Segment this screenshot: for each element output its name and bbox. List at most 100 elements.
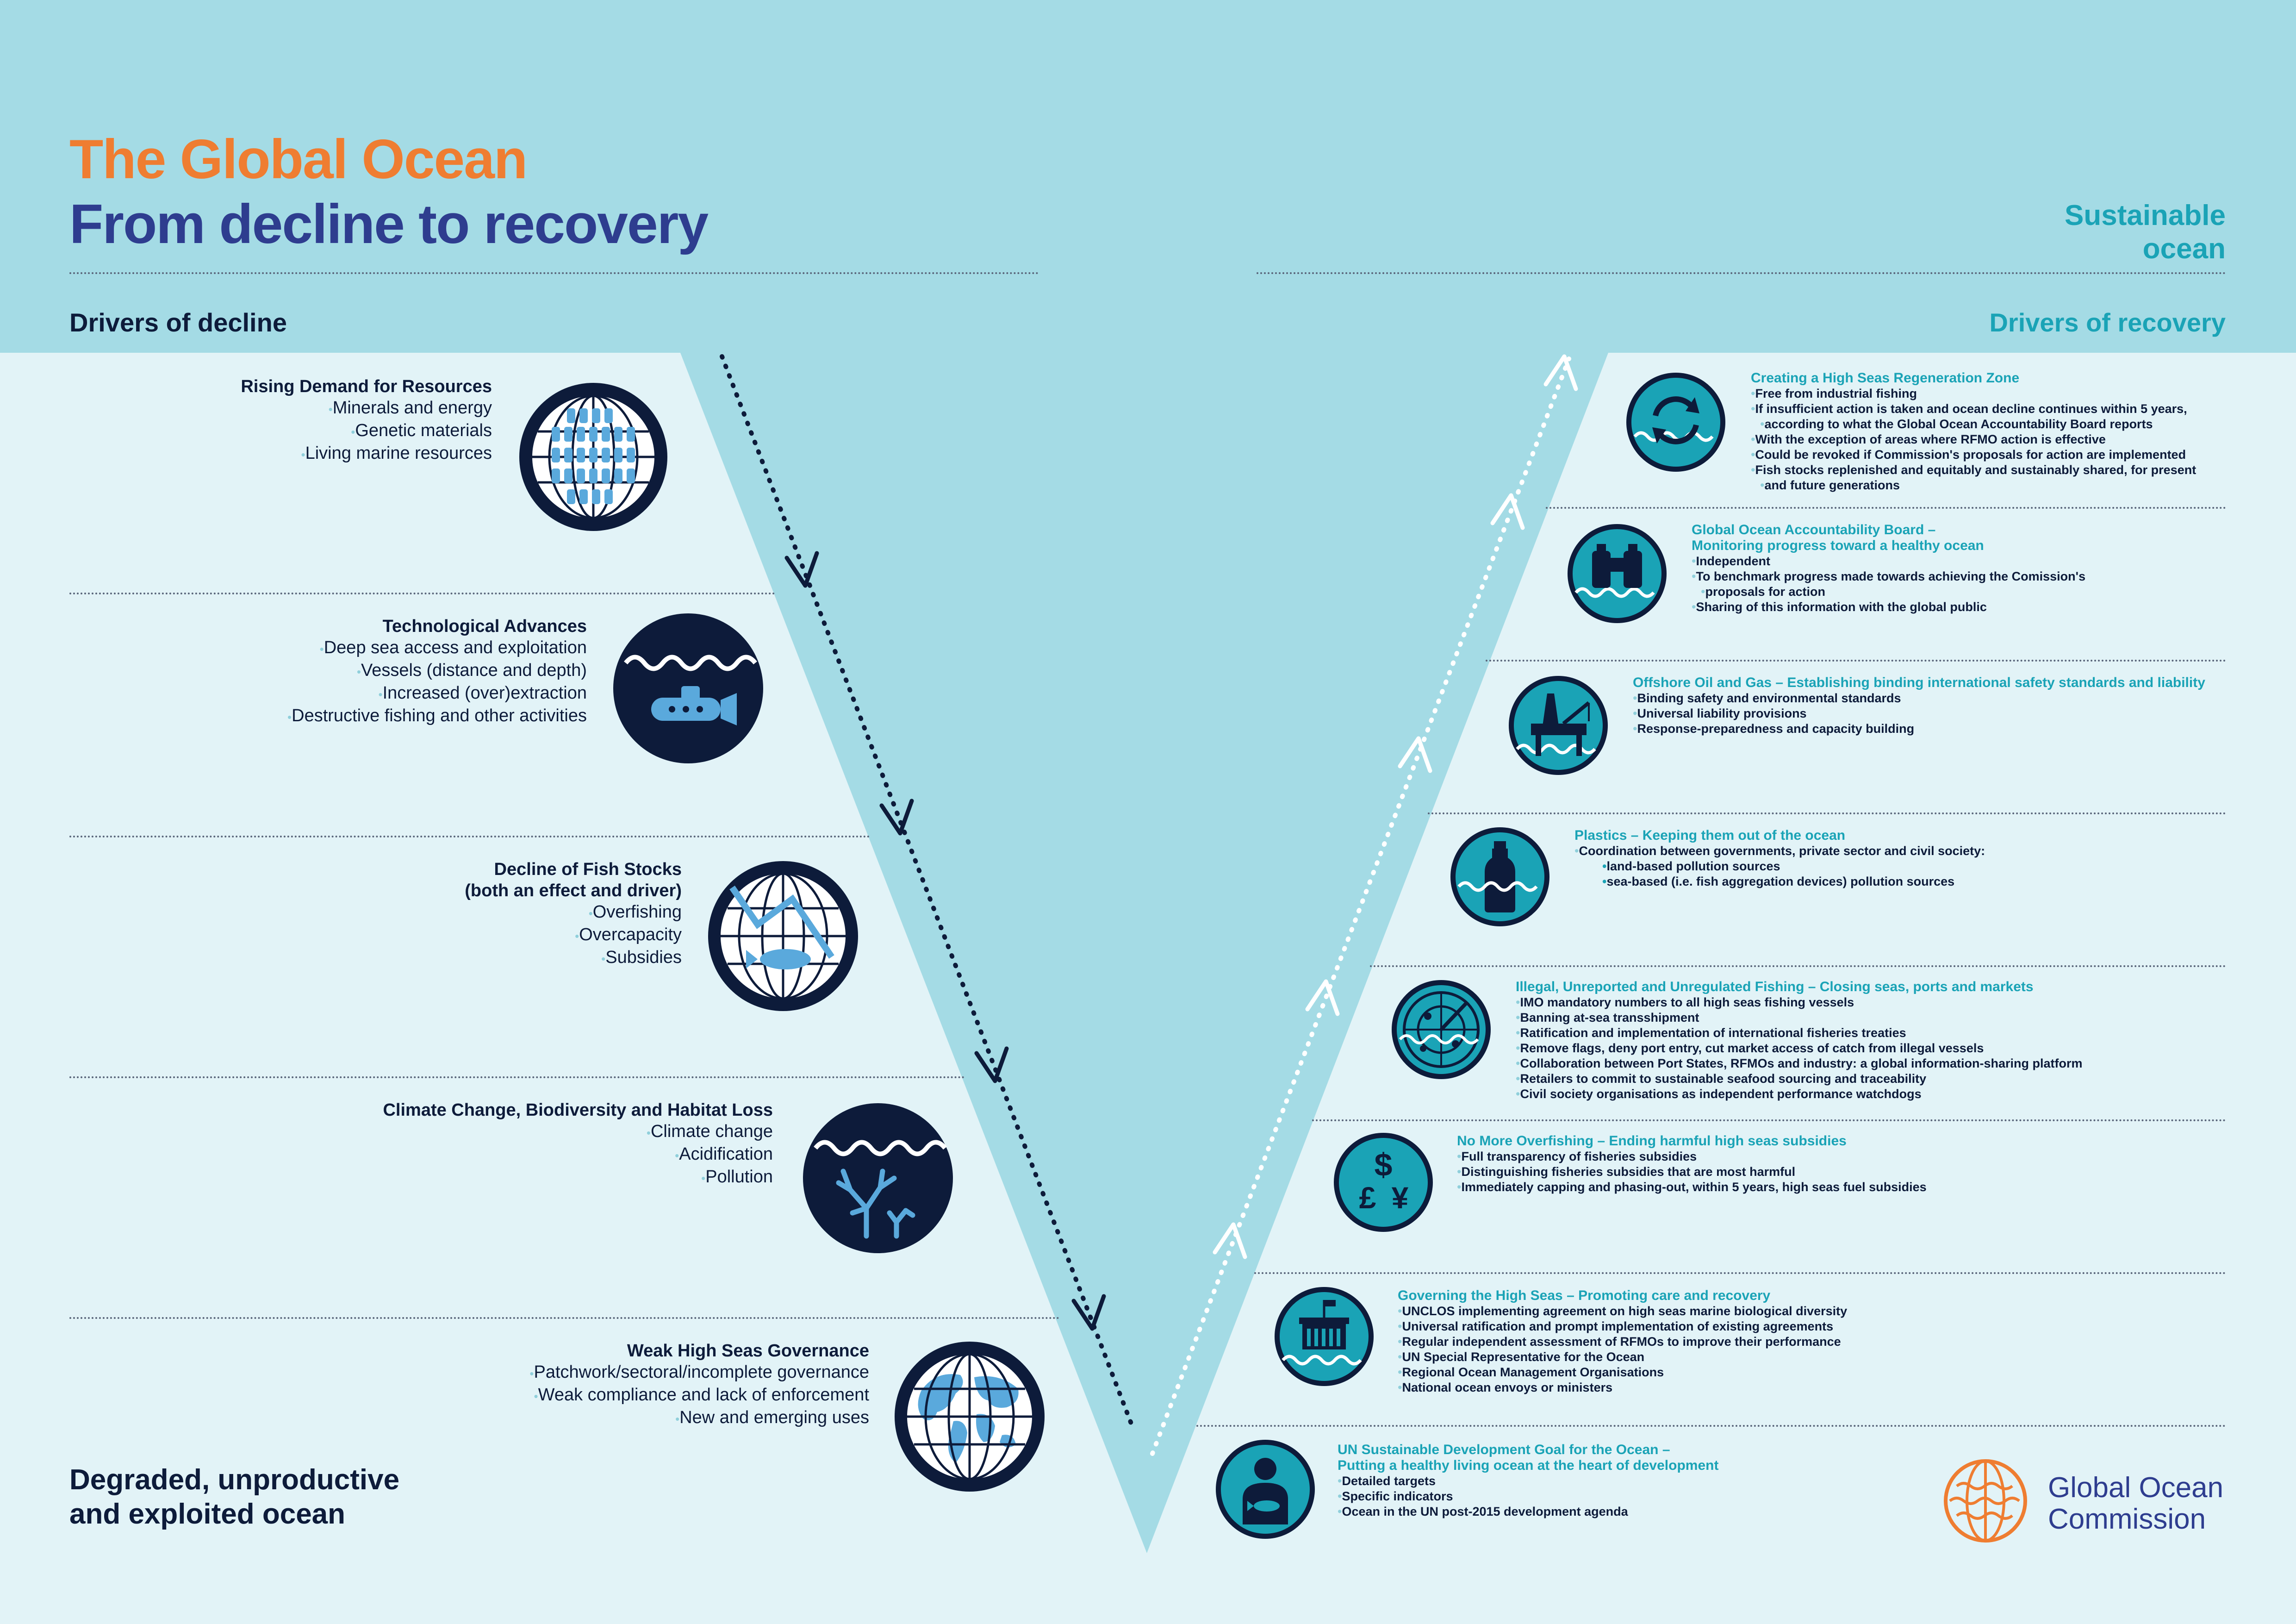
recovery-item-iuu-fishing: Illegal, Unreported and Unregulated Fish…	[1516, 979, 2083, 1102]
recovery-subbullet: sea-based (i.e. fish aggregation devices…	[1574, 874, 1985, 889]
recovery-bullet: Full transparency of fisheries subsidies	[1457, 1149, 1927, 1164]
drivers-of-decline-heading: Drivers of decline	[69, 308, 287, 337]
decline-bullet: Overfishing	[465, 901, 682, 924]
recovery-bullet: Universal liability provisions	[1633, 706, 2205, 721]
recovery-item-title: UN Sustainable Development Goal for the …	[1338, 1442, 1670, 1457]
recovery-bullet: Universal ratification and prompt implem…	[1398, 1319, 1847, 1334]
globe-fish-decline-icon	[708, 861, 858, 1011]
recovery-bullet: With the exception of areas where RFMO a…	[1751, 432, 2196, 447]
recovery-item-title: No More Overfishing – Ending harmful hig…	[1457, 1133, 1847, 1149]
submarine-icon	[613, 613, 763, 763]
decline-arrow-line	[720, 354, 1136, 1433]
recovery-bullet: To benchmark progress made towards achie…	[1692, 569, 2085, 584]
recovery-bullet: IMO mandatory numbers to all high seas f…	[1516, 995, 2083, 1010]
person-fish-icon	[1216, 1440, 1315, 1539]
top-band	[0, 0, 2296, 353]
recovery-bullet: Retailers to commit to sustainable seafo…	[1516, 1071, 2083, 1087]
decline-divider	[69, 1076, 965, 1078]
world-map-icon	[895, 1342, 1045, 1492]
recovery-bullet: National ocean envoys or ministers	[1398, 1380, 1847, 1395]
recovery-divider	[1370, 965, 2226, 967]
recovery-arrowhead-5	[1543, 354, 1578, 391]
decline-bullet: Climate change	[383, 1121, 773, 1143]
degraded-line-1: Degraded, unproductive	[69, 1464, 400, 1496]
recovery-subbullet: land-based pollution sources	[1574, 859, 1985, 874]
recovery-bullet: Collaboration between Port States, RFMOs…	[1516, 1056, 2082, 1071]
decline-arrowhead-2	[879, 799, 914, 836]
decline-bullet: Increased (over)extraction	[287, 682, 587, 705]
recovery-bullet: Free from industrial fishing	[1751, 386, 2196, 401]
recovery-bullet: Immediately capping and phasing-out, wit…	[1457, 1180, 1926, 1195]
recovery-item-plastics: Plastics – Keeping them out of the ocean…	[1574, 828, 1985, 889]
recovery-arrowhead-3	[1398, 736, 1432, 773]
decline-divider	[69, 1317, 1060, 1319]
recovery-divider	[1546, 507, 2226, 509]
logo-line-2: Commission	[2048, 1503, 2206, 1535]
recovery-item-no-more-overfishing: No More Overfishing – Ending harmful hig…	[1457, 1133, 1927, 1195]
recovery-item-offshore-oil-gas: Offshore Oil and Gas – Establishing bind…	[1633, 675, 2205, 737]
decline-item-title: Weak High Seas Governance	[627, 1341, 869, 1361]
regeneration-cycle-icon	[1626, 373, 1725, 472]
currency-icon: $ £ ¥	[1334, 1133, 1433, 1232]
decline-arrowhead-3	[974, 1046, 1009, 1083]
government-building-icon	[1275, 1287, 1374, 1386]
decline-bullet: Living marine resources	[241, 443, 492, 465]
recovery-divider	[1254, 1272, 2226, 1274]
recovery-bullet-continued: according to what the Global Ocean Accou…	[1751, 417, 2196, 432]
recovery-bullet: Banning at-sea transshipment	[1516, 1010, 2083, 1025]
recovery-bullet: Ratification and implementation of inter…	[1516, 1025, 2083, 1041]
decline-item-fish-stocks: Decline of Fish Stocks (both an effect a…	[465, 859, 682, 969]
recovery-divider	[1428, 812, 2226, 814]
decline-bullet: New and emerging uses	[529, 1407, 869, 1430]
recovery-bullet: Specific indicators	[1338, 1489, 1718, 1504]
global-ocean-commission-logo-text: Global Ocean Commission	[2048, 1472, 2223, 1535]
global-ocean-commission-logo-icon	[1944, 1459, 2027, 1543]
decline-bullet: Weak compliance and lack of enforcement	[529, 1384, 869, 1407]
recovery-bullet: Regional Ocean Management Organisations	[1398, 1365, 1847, 1380]
v-shape	[680, 353, 1608, 1553]
decline-arrowhead-4	[1071, 1294, 1106, 1331]
plastic-bottle-icon	[1450, 827, 1549, 926]
binoculars-icon	[1568, 524, 1667, 623]
decline-item-title: Climate Change, Biodiversity and Habitat…	[383, 1100, 773, 1120]
recovery-item-title-2: Putting a healthy living ocean at the he…	[1338, 1458, 1719, 1473]
recovery-bullet: Regular independent assessment of RFMOs …	[1398, 1334, 1847, 1349]
decline-item-weak-governance: Weak High Seas Governance Patchwork/sect…	[529, 1340, 870, 1430]
recovery-item-title: Creating a High Seas Regeneration Zone	[1751, 370, 2020, 386]
sustainable-ocean-label: Sustainable ocean	[2065, 199, 2226, 266]
decline-bullet: Genetic materials	[241, 420, 492, 443]
sustainable-line-2: ocean	[2142, 233, 2226, 265]
decline-divider	[69, 836, 870, 837]
decline-bullet: Acidification	[383, 1143, 773, 1166]
sustainable-line-1: Sustainable	[2065, 200, 2226, 231]
recovery-item-governing-high-seas: Governing the High Seas – Promoting care…	[1398, 1288, 1847, 1395]
recovery-bullet: Response-preparedness and capacity build…	[1633, 721, 2205, 737]
title-line-2: From decline to recovery	[69, 193, 709, 255]
recovery-bullet: Binding safety and environmental standar…	[1633, 691, 2205, 706]
decline-item-climate-change: Climate Change, Biodiversity and Habitat…	[383, 1099, 773, 1189]
recovery-arrowhead-1	[1213, 1222, 1247, 1259]
recovery-bullet: Sharing of this information with the glo…	[1692, 600, 2085, 615]
decline-bullet: Pollution	[383, 1166, 773, 1189]
recovery-bullet: Coordination between governments, privat…	[1574, 843, 1985, 859]
recovery-bullet-continued: and future generations	[1751, 478, 2196, 493]
recovery-item-accountability-board: Global Ocean Accountability Board – Moni…	[1692, 522, 2085, 615]
svg-text:¥: ¥	[1392, 1181, 1409, 1215]
recovery-bullet: Could be revoked if Commission's proposa…	[1751, 447, 2196, 462]
decline-arrowhead-1	[784, 551, 819, 588]
svg-text:$: $	[1375, 1147, 1393, 1183]
recovery-item-regeneration-zone: Creating a High Seas Regeneration Zone F…	[1751, 370, 2196, 493]
recovery-divider	[1486, 660, 2226, 662]
decline-item-title: Decline of Fish Stocks	[494, 860, 682, 879]
drivers-of-recovery-heading: Drivers of recovery	[1989, 308, 2226, 337]
decline-bullet: Subsidies	[465, 947, 682, 969]
decline-divider	[69, 593, 775, 594]
decline-bullet: Destructive fishing and other activities	[287, 705, 587, 728]
recovery-arrowhead-4	[1490, 493, 1525, 530]
degraded-line-2: and exploited ocean	[69, 1498, 346, 1530]
recovery-bullet: UN Special Representative for the Ocean	[1398, 1349, 1847, 1365]
recovery-bullet: Remove flags, deny port entry, cut marke…	[1516, 1041, 2083, 1056]
decline-item-title: Technological Advances	[382, 617, 587, 636]
